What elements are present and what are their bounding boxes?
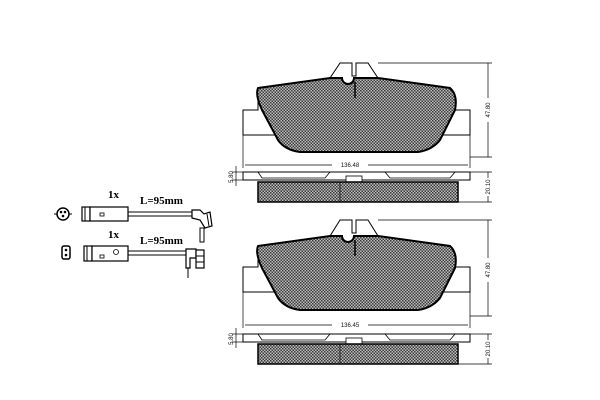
pad-profile-top	[242, 171, 471, 203]
wear-sensor-1: 1x L=95mm	[54, 189, 213, 243]
height-dimension-top: 47.80	[486, 102, 492, 118]
thickness-dimension-top: 20.10	[486, 179, 492, 195]
width-dimension-top: 136.48	[341, 163, 360, 169]
brake-pad-top: 136.48 47.80 5.80 20.10	[229, 62, 492, 203]
sensor-2-length: L=95mm	[140, 235, 183, 247]
width-dimension-bottom: 136.45	[341, 323, 360, 329]
height-dimension-bottom: 47.80	[486, 262, 492, 278]
friction-material	[256, 235, 457, 311]
thickness-dimension-bottom: 20.10	[486, 341, 492, 357]
sensor-1-quantity: 1x	[108, 189, 120, 201]
sensor-1-length: L=95mm	[140, 195, 183, 207]
sensor-2-quantity: 1x	[108, 229, 120, 241]
flat-connector-icon	[61, 245, 71, 260]
backing-plate-dimension-top: 5.80	[229, 171, 235, 183]
backing-plate-dimension-bottom: 5.80	[229, 333, 235, 345]
brake-pad-bottom: 136.45 47.80 5.80 20.10	[229, 219, 492, 365]
friction-material	[256, 77, 457, 153]
pad-profile-bottom	[242, 333, 471, 365]
wear-sensor-2: 1x L=95mm	[61, 229, 205, 278]
round-connector-icon	[54, 207, 72, 221]
